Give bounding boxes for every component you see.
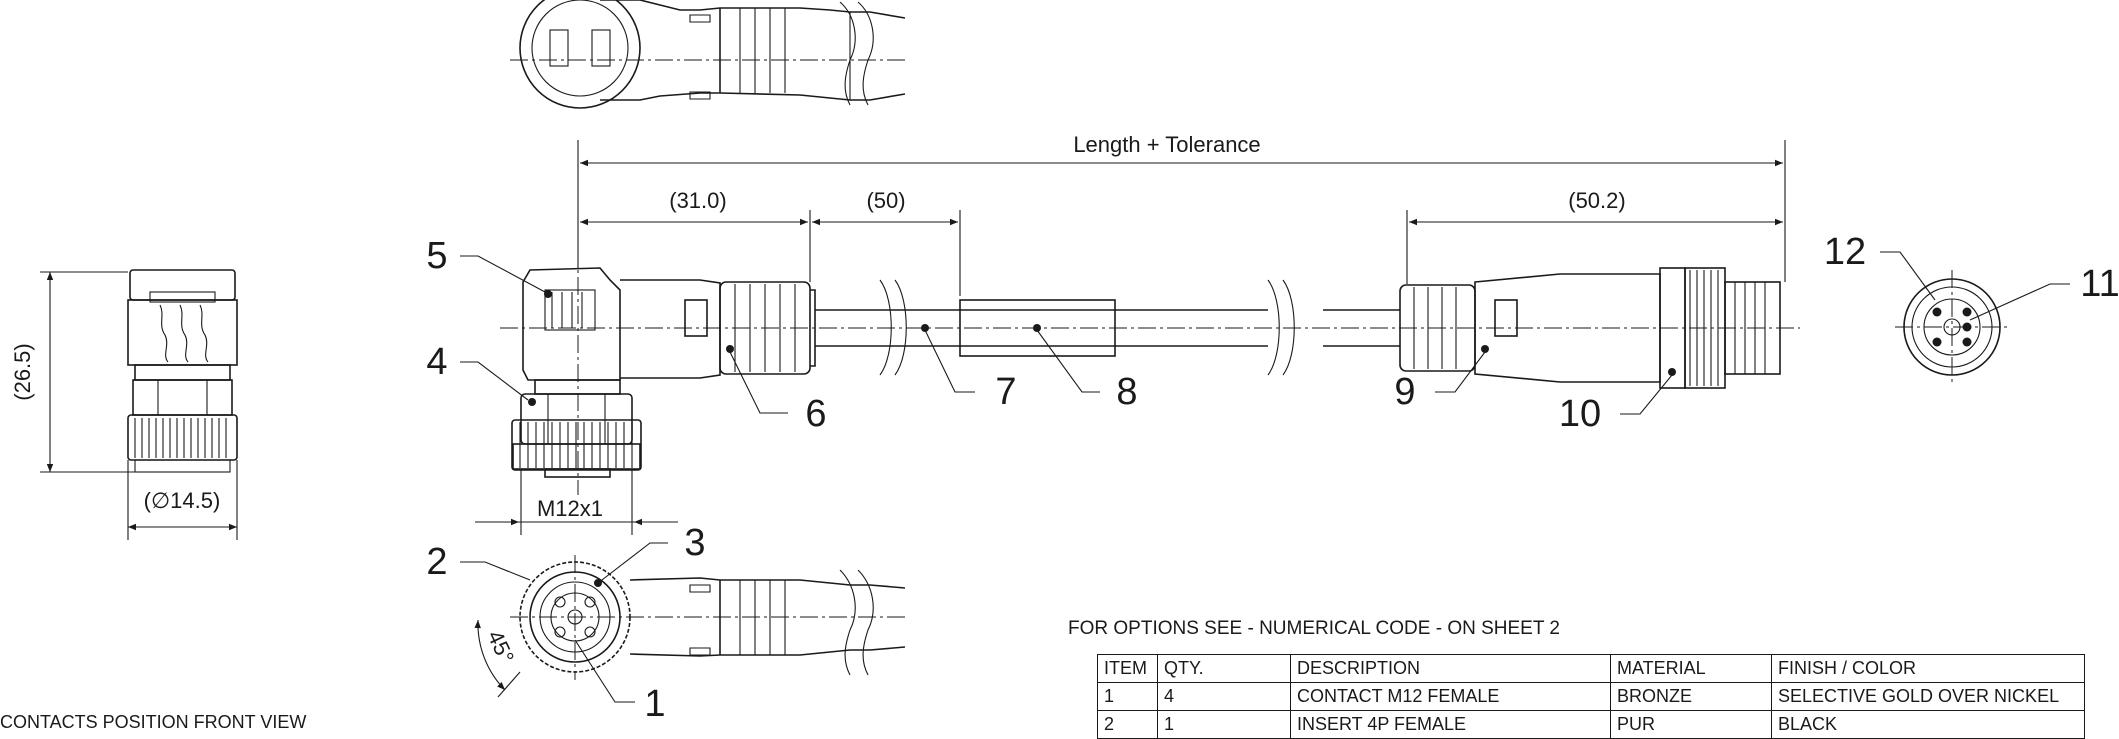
bom-header-description: DESCRIPTION	[1290, 654, 1611, 683]
bom-header-row: ITEM QTY. DESCRIPTION MATERIAL FINISH / …	[1097, 654, 2085, 683]
front-view-male	[1895, 270, 2010, 385]
bom-header-material: MATERIAL	[1610, 654, 1772, 683]
bom-header-qty: QTY.	[1157, 654, 1291, 683]
balloon-4: 4	[426, 341, 447, 383]
bom-cell: SELECTIVE GOLD OVER NICKEL	[1771, 682, 2085, 711]
bom-cell: CONTACT M12 FEMALE	[1290, 682, 1611, 711]
balloon-2: 2	[426, 541, 447, 583]
top-view	[510, 0, 906, 109]
balloon-3: 3	[684, 522, 705, 564]
balloon-12: 12	[1824, 231, 1866, 273]
bom-cell: BRONZE	[1610, 682, 1772, 711]
bom-cell: 1	[1097, 682, 1158, 711]
bom-title: FOR OPTIONS SEE - NUMERICAL CODE - ON SH…	[1068, 618, 1560, 639]
front-view-female: 45°	[474, 555, 906, 698]
bom-header-item: ITEM	[1097, 654, 1158, 683]
knurl-left	[134, 418, 227, 458]
balloon-5: 5	[426, 235, 447, 277]
bom-header-finish: FINISH / COLOR	[1771, 654, 2085, 683]
dim-50-2: (50.2)	[1568, 188, 1625, 213]
angle-dimension: 45°	[482, 626, 519, 667]
bom-cell: 4	[1157, 682, 1291, 711]
callouts: 5 4 6 7 8 9 10 12 11 2 3 1	[426, 231, 2119, 725]
dimensions: Length + Tolerance (31.0) (50) (50.2) M1…	[475, 132, 1786, 535]
knurl-main	[519, 422, 633, 468]
balloon-1: 1	[644, 683, 665, 725]
bom-table: ITEM QTY. DESCRIPTION MATERIAL FINISH / …	[1097, 654, 2085, 739]
balloon-9: 9	[1394, 371, 1415, 413]
bom-row: 1 4 CONTACT M12 FEMALE BRONZE SELECTIVE …	[1097, 682, 2085, 711]
dim-50: (50)	[866, 188, 905, 213]
balloon-7: 7	[995, 371, 1016, 413]
balloon-6: 6	[805, 393, 826, 435]
contacts-view-note: CONTACTS POSITION FRONT VIEW	[0, 712, 307, 732]
angled-connector	[511, 267, 816, 478]
side-view-left: (26.5) (∅14.5)	[10, 269, 238, 540]
dim-31: (31.0)	[669, 188, 726, 213]
thread-dimension: M12x1	[537, 496, 603, 521]
length-dimension: Length + Tolerance	[1073, 132, 1260, 157]
height-dimension: (26.5)	[10, 343, 35, 400]
balloon-10: 10	[1559, 393, 1601, 435]
balloon-8: 8	[1116, 371, 1137, 413]
main-view: Length + Tolerance (31.0) (50) (50.2) M1…	[475, 132, 1800, 535]
balloon-11: 11	[2080, 263, 2119, 305]
diameter-dimension: (∅14.5)	[144, 488, 221, 513]
